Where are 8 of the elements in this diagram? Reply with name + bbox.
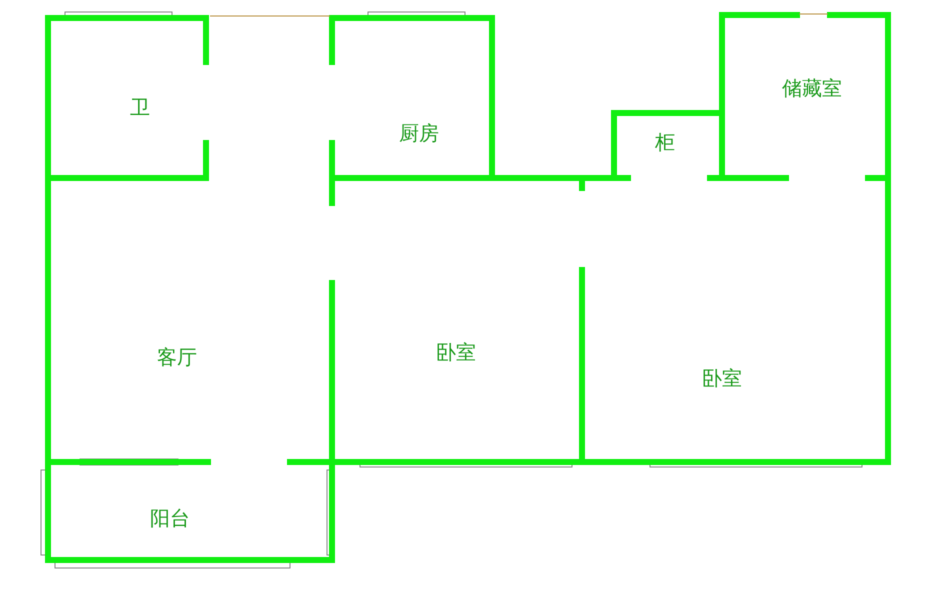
room-label: 柜 [655, 130, 675, 154]
room-label: 卧室 [702, 366, 742, 390]
room-label: 储藏室 [782, 76, 842, 100]
room-label: 阳台 [150, 506, 190, 530]
room-label: 厨房 [399, 121, 439, 145]
room-label: 卧室 [436, 340, 476, 364]
room-label: 卫 [130, 95, 150, 119]
room-label: 客厅 [157, 345, 197, 369]
